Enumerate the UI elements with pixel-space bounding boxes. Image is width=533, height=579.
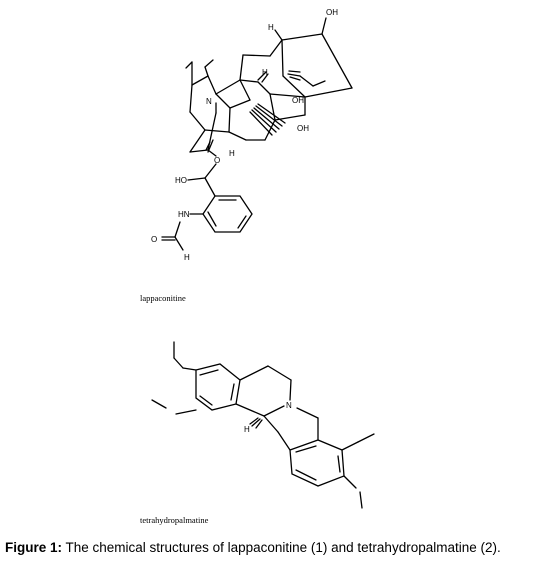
lappa-oh-2-label: OH: [297, 124, 309, 133]
caption-text: The chemical structures of lappaconitine…: [62, 540, 501, 555]
lappa-h-top-label: H: [268, 23, 274, 32]
thp-h-label: H: [244, 425, 250, 434]
lappa-h-formyl-label: H: [184, 253, 190, 262]
figure-caption: Figure 1: The chemical structures of lap…: [5, 540, 530, 556]
lappaconitine-structure: OH H H OH OH N H O HO HN O H: [151, 8, 353, 262]
lappa-oh-top-label: OH: [326, 8, 338, 17]
lappa-o-ester-label: O: [214, 156, 220, 165]
lappa-h-mid-label: H: [262, 68, 268, 77]
caption-label: Figure 1:: [5, 540, 63, 555]
lappa-o-formyl-label: O: [151, 235, 157, 244]
lappa-ho-label: HO: [175, 176, 187, 185]
tetrahydropalmatine-structure: N H: [151, 341, 375, 509]
lappa-hn-label: HN: [178, 210, 190, 219]
lappa-n-label: N: [206, 97, 212, 106]
lappaconitine-label: lappaconitine: [140, 293, 186, 303]
thp-n-label: N: [286, 401, 292, 410]
lappa-oh-1-label: OH: [292, 96, 304, 105]
lappa-h-lower-label: H: [229, 149, 235, 158]
tetrahydropalmatine-label: tetrahydropalmatine: [140, 515, 209, 525]
